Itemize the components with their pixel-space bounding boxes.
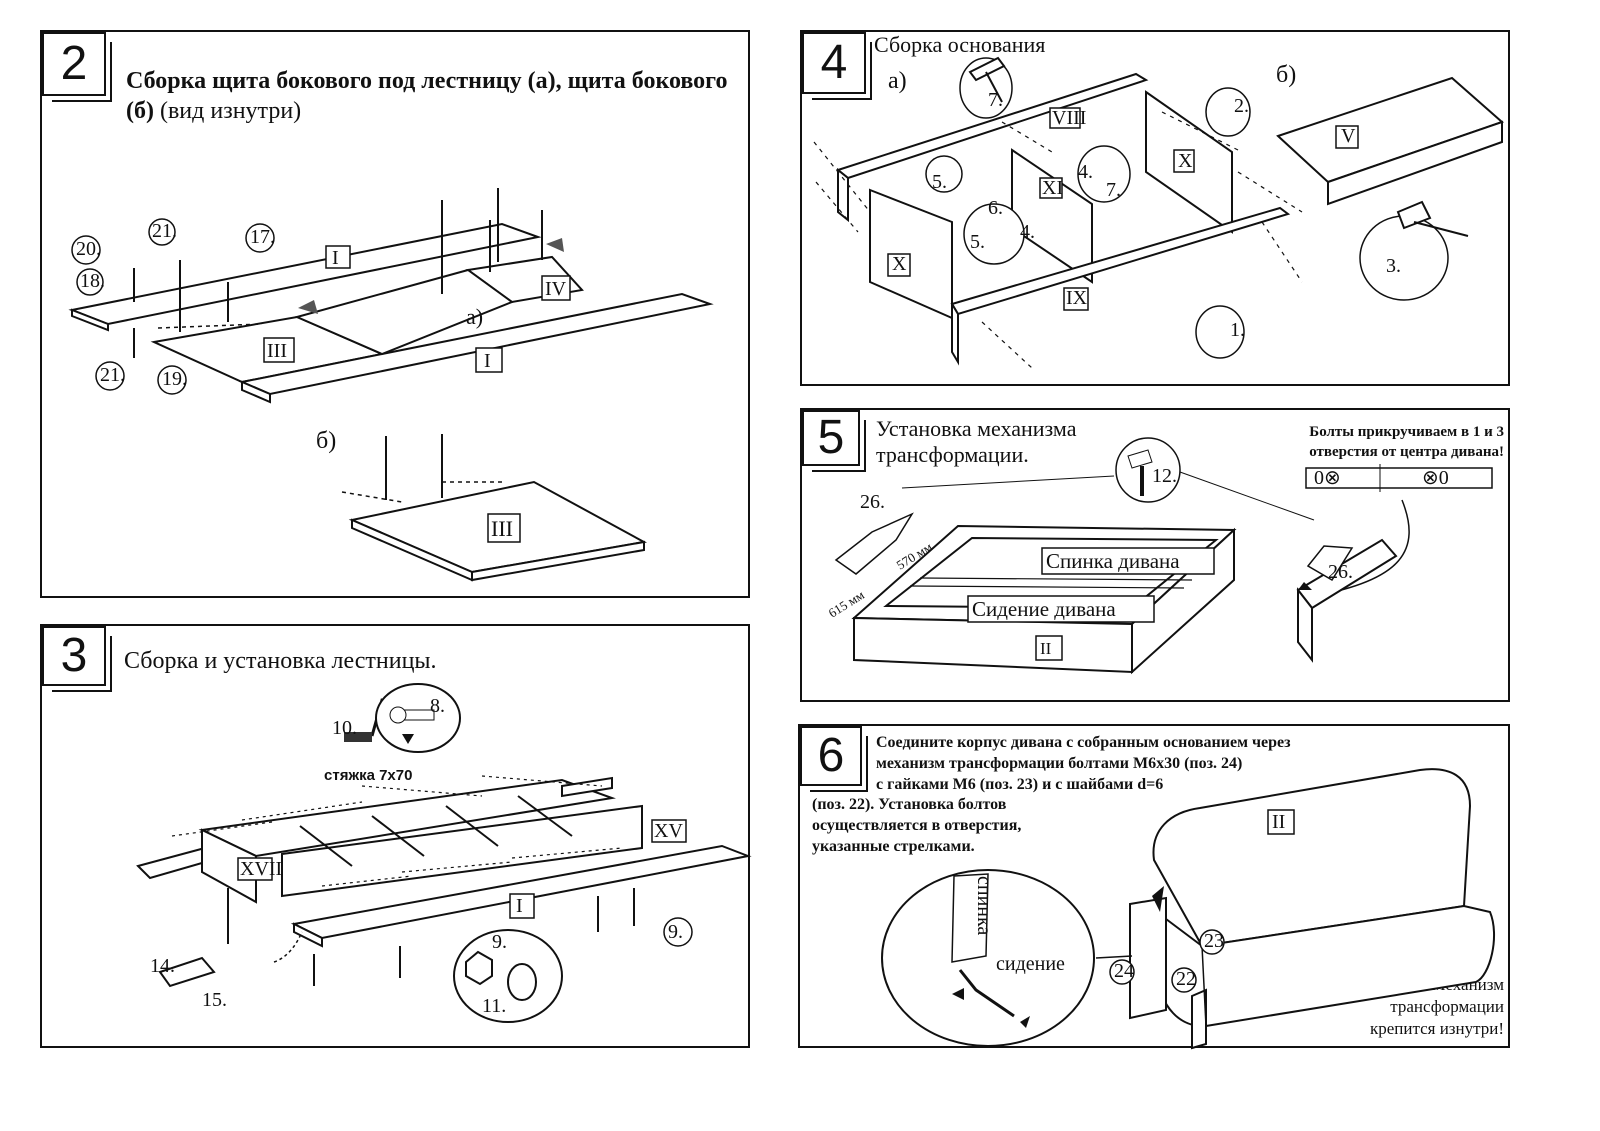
step-5-title-line1: Установка механизма bbox=[876, 416, 1077, 441]
step-4-illustration: VIII XI X X IX V а) б) 7. 2. 4. 7. 5. 6.… bbox=[813, 56, 1504, 369]
callout-12: 12. bbox=[1152, 465, 1177, 487]
part-label-X-left: X bbox=[892, 253, 907, 275]
step-2-title: Сборка щита бокового под лестницу (а), щ… bbox=[126, 66, 736, 126]
step-3-illustration: XVII XV I стяжка 7х70 10. 8. 9. 9. 11. 1… bbox=[136, 683, 752, 1023]
label-b: б) bbox=[316, 428, 336, 454]
callout-5-top: 5. bbox=[932, 171, 947, 193]
part-label-II: II bbox=[1272, 811, 1285, 833]
callout-6: 6. bbox=[988, 197, 1003, 219]
step-5-note-line1: Болты прикручиваем в 1 и 3 bbox=[1309, 424, 1504, 440]
callout-20: 20. bbox=[76, 238, 101, 260]
part-label-VIII: VIII bbox=[1052, 107, 1086, 129]
panel-step-3: 3 Сборка и установка лестницы. bbox=[40, 624, 752, 1048]
step-6-note-line2: трансформации bbox=[1390, 997, 1504, 1016]
callout-21-top: 21. bbox=[152, 220, 177, 242]
callout-11: 11. bbox=[482, 995, 506, 1017]
step-6-text-line1: Соедините корпус дивана с собранным осно… bbox=[876, 734, 1291, 751]
callout-4-bottom: 4. bbox=[1020, 221, 1035, 243]
callout-18: 18. bbox=[80, 270, 105, 292]
callout-9-circle: 9. bbox=[668, 921, 683, 943]
panel-step-5: 5 Установка механизма трансформации. Бол… bbox=[800, 408, 1510, 702]
callout-4-top: 4. bbox=[1078, 161, 1093, 183]
callout-1: 1. bbox=[1230, 319, 1245, 341]
step-6-text-line3: с гайками М6 (поз. 23) и с шайбами d=6 bbox=[876, 776, 1164, 793]
part-label-XVII: XVII bbox=[240, 858, 282, 880]
seat-word: сидение bbox=[996, 953, 1065, 975]
callout-22: 22 bbox=[1176, 968, 1196, 990]
step-number-6: 6 bbox=[800, 726, 868, 792]
panel-step-2: 2 Сборка щита бокового под лестницу (а),… bbox=[40, 30, 750, 598]
callout-7-top: 7. bbox=[988, 89, 1003, 111]
step-2-title-bold: Сборка щита бокового под лестницу (а), щ… bbox=[126, 68, 728, 124]
step-number-5: 5 bbox=[802, 410, 866, 472]
step-6-text-line2: механизм трансформации болтами М6х30 (по… bbox=[876, 755, 1243, 772]
callout-21-bottom: 21. bbox=[100, 364, 125, 386]
part-label-II: II bbox=[1040, 639, 1052, 658]
step-6-text-cont: (поз. 22). Установка болтов осуществляет… bbox=[812, 794, 1021, 857]
callout-19: 19. bbox=[162, 368, 187, 390]
part-label-V: V bbox=[1341, 125, 1356, 147]
seat-label: Сидение дивана bbox=[972, 597, 1116, 621]
callout-26-left: 26. bbox=[860, 491, 885, 513]
label-a: а) bbox=[466, 304, 483, 329]
callout-17: 17. bbox=[250, 226, 275, 248]
step-6-text: Соедините корпус дивана с собранным осно… bbox=[876, 732, 1291, 795]
back-label: Спинка дивана bbox=[1046, 549, 1180, 573]
step-2-title-normal: (вид изнутри) bbox=[153, 98, 302, 124]
part-label-I-bottom: I bbox=[484, 350, 491, 372]
step-4-title: Сборка основания bbox=[874, 32, 1046, 57]
step-6-text-line5: осуществляется в отверстия, bbox=[812, 817, 1022, 834]
hole-left: 0⊗ bbox=[1314, 467, 1341, 489]
step-6-text-line4: (поз. 22). Установка болтов bbox=[812, 796, 1007, 813]
screw-label: стяжка 7х70 bbox=[324, 767, 412, 784]
panel-step-6: 6 Соедините корпус дивана с собранным ос… bbox=[798, 724, 1510, 1050]
step-number-4: 4 bbox=[802, 32, 872, 100]
step-6-text-line6: указанные стрелками. bbox=[812, 838, 975, 855]
panel-step-4: 4 Сборка основания bbox=[800, 30, 1510, 386]
callout-9-detail: 9. bbox=[492, 931, 507, 953]
step-3-title: Сборка и установка лестницы. bbox=[124, 648, 437, 674]
back-word: спинка bbox=[973, 876, 995, 935]
callout-23: 23 bbox=[1204, 930, 1224, 952]
part-label-IV: IV bbox=[545, 278, 567, 300]
callout-24: 24 bbox=[1114, 960, 1134, 982]
step-5-note: Болты прикручиваем в 1 и 3 отверстия от … bbox=[1264, 422, 1504, 462]
step-6-note: Механизм трансформации крепится изнутри! bbox=[1328, 974, 1504, 1040]
part-label-IX: IX bbox=[1066, 287, 1088, 309]
callout-15: 15. bbox=[202, 989, 227, 1011]
callout-10: 10. bbox=[332, 717, 357, 739]
callout-2: 2. bbox=[1234, 95, 1249, 117]
label-a: а) bbox=[888, 68, 907, 94]
part-label-XV: XV bbox=[654, 820, 683, 842]
step-2-illustration: I III IV I III а) б) 20. 18. 21. 21. 17.… bbox=[68, 188, 714, 582]
step-5-title: Установка механизма трансформации. bbox=[876, 416, 1076, 468]
part-label-III-a: III bbox=[267, 340, 287, 362]
label-b: б) bbox=[1276, 62, 1296, 88]
step-5-illustration: 0⊗ ⊗0 Спинка дивана Сидение дивана II 61… bbox=[826, 437, 1493, 675]
callout-5-bottom: 5. bbox=[970, 231, 985, 253]
callout-7-mid: 7. bbox=[1106, 179, 1121, 201]
callout-26-right: 26. bbox=[1328, 561, 1353, 583]
callout-8: 8. bbox=[430, 695, 445, 717]
part-label-I: I bbox=[516, 895, 523, 917]
step-6-note-line3: крепится изнутри! bbox=[1369, 1019, 1504, 1038]
step-6-illustration: II спинка сидение 23 24 22 bbox=[881, 768, 1496, 1050]
callout-3: 3. bbox=[1386, 255, 1401, 277]
part-label-X-right: X bbox=[1178, 150, 1193, 172]
step-5-note-line2: отверстия от центра дивана! bbox=[1309, 444, 1504, 460]
part-label-XI: XI bbox=[1042, 177, 1063, 199]
part-label-I-top: I bbox=[332, 247, 339, 269]
callout-14: 14. bbox=[150, 955, 175, 977]
part-label-III-b: III bbox=[491, 516, 513, 541]
step-5-title-line2: трансформации. bbox=[876, 442, 1029, 467]
hole-right: ⊗0 bbox=[1422, 467, 1449, 489]
